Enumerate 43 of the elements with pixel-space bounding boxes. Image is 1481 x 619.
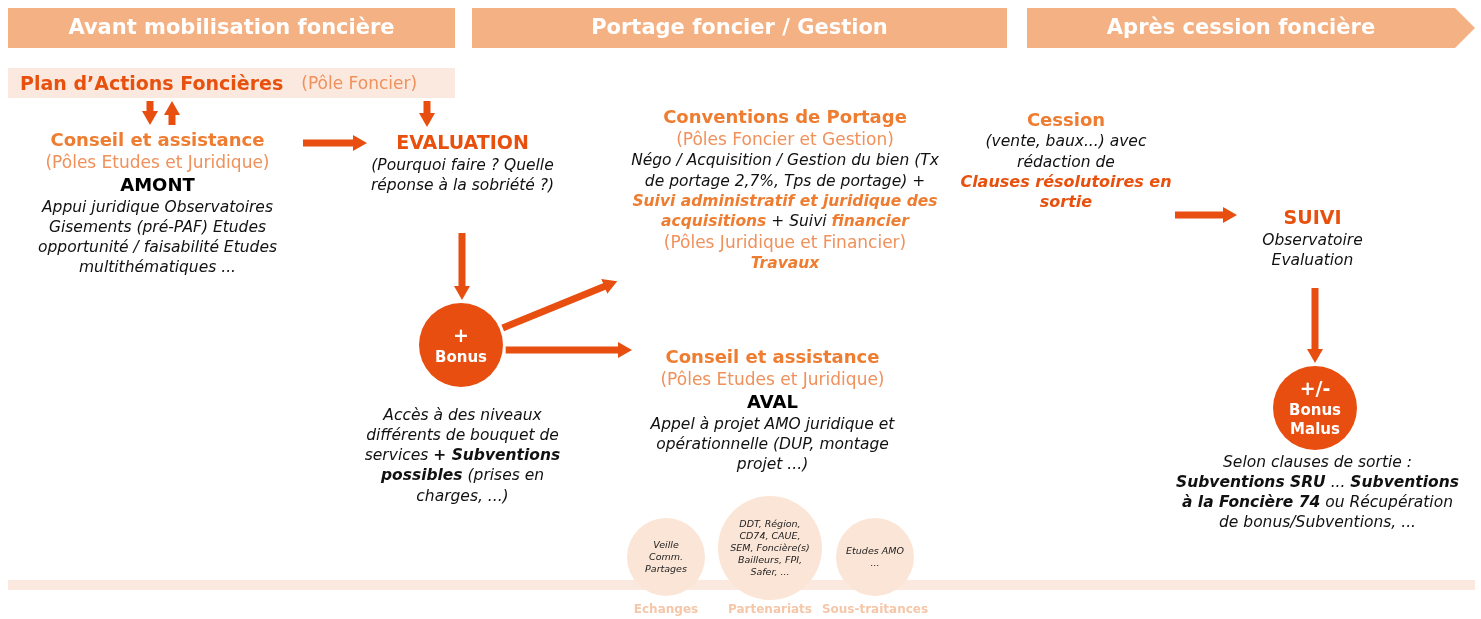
note-text: Accès à des niveaux différents de bouquet de services + Subventions possibles (prises en charges, ...) xyxy=(363,405,562,506)
phase-title: Avant mobilisation foncière xyxy=(68,14,395,42)
bonus-label: Bonus Malus xyxy=(1288,401,1342,439)
category-label: Echanges xyxy=(632,602,700,616)
plan-title: Plan d’Actions Foncières xyxy=(20,70,284,96)
bonus-sign: +/- xyxy=(1299,377,1331,402)
bonus-sign: + xyxy=(453,323,469,348)
step-heading: SUIVI xyxy=(1283,205,1342,230)
pole-name: (Pôles Foncier et Gestion) xyxy=(676,128,894,151)
phase-title: Portage foncier / Gestion xyxy=(591,14,888,42)
phase-banner xyxy=(8,8,455,48)
pole-name: (Pôles Juridique et Financier) xyxy=(663,231,907,254)
plan-banner xyxy=(8,68,455,98)
service-item: Travaux xyxy=(750,253,820,274)
partner-list: Veille Comm. Partages xyxy=(636,539,696,575)
arrow xyxy=(505,342,632,358)
phase-banner xyxy=(1027,8,1475,48)
pole-name: (Pôles Etudes et Juridique) xyxy=(660,368,885,391)
service-list: Appel à projet AMO juridique et opérationnelle (DUP, montage projet ...) xyxy=(635,413,910,475)
service-list: Négo / Acquisition / Gestion du bien (Tx de portage 2,7%, Tps de portage) + xyxy=(620,150,950,191)
step-description: (vente, baux...) avec rédaction de xyxy=(984,131,1148,172)
section-heading: Conseil et assistance xyxy=(50,128,265,152)
phase-keyword: AMONT xyxy=(120,173,195,197)
bonus-label: Bonus xyxy=(435,347,487,367)
pole-name: (Pôle Foncier) xyxy=(301,71,418,95)
phase-title: Après cession foncière xyxy=(1106,14,1377,42)
step-description: Observatoire Evaluation xyxy=(1261,229,1364,270)
category-label: Sous-traitances xyxy=(820,602,930,616)
phase-banner xyxy=(472,8,1007,48)
highlight-text: Clauses résolutoires en sortie xyxy=(960,171,1172,214)
section-heading: Conventions de Portage xyxy=(663,105,907,129)
step-heading: EVALUATION xyxy=(396,130,529,155)
note-text: Selon clauses de sortie : Subventions SRU ... Subventions à la Foncière 74 ou Récupération de bonus/Subventions, ... xyxy=(1175,452,1460,533)
service-list: Suivi administratif et juridique des acquisitions + Suivi financier xyxy=(620,190,950,232)
partner-list: Etudes AMO ... xyxy=(845,545,905,569)
arrow xyxy=(501,279,618,332)
step-description: (Pourquoi faire ? Quelle réponse à la sobriété ?) xyxy=(370,154,555,195)
section-heading: Conseil et assistance xyxy=(665,345,880,369)
step-heading: Cession xyxy=(1026,108,1106,132)
service-list: Appui juridique Observatoires Gisements (pré-PAF) Etudes opportunité / faisabilité Etudes multithématiques ... xyxy=(15,196,300,278)
phase-keyword: AVAL xyxy=(747,390,798,414)
partner-list: DDT, Région, CD74, CAUE, SEM, Foncière(s) Bailleurs, FPI, Safer, ... xyxy=(727,518,813,578)
pole-name: (Pôles Etudes et Juridique) xyxy=(45,151,270,174)
